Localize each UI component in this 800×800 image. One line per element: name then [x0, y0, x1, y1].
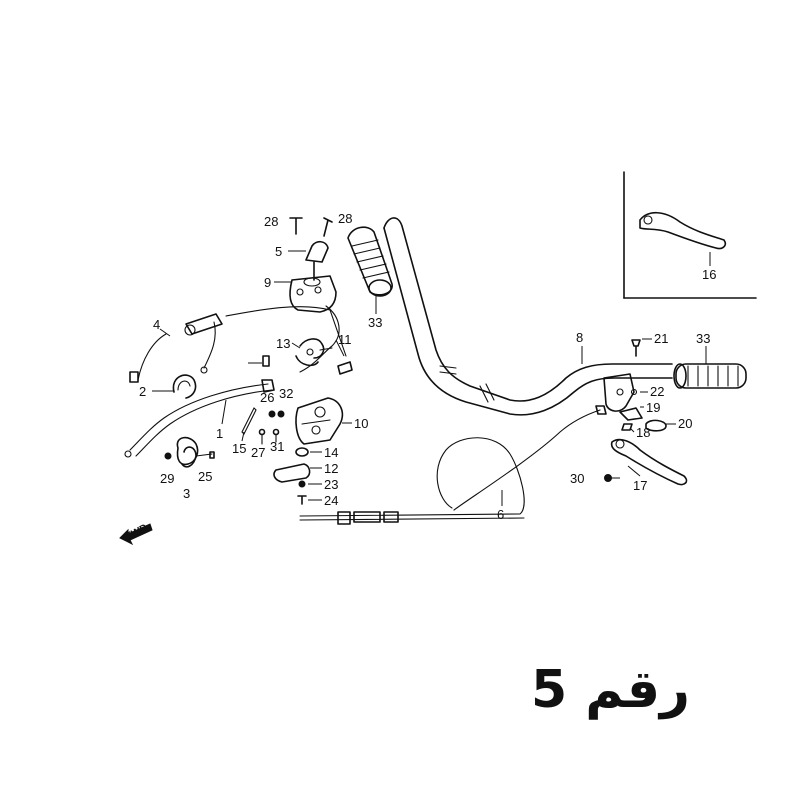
- callout-22: 22: [650, 384, 664, 399]
- throttle-part-13: [295, 338, 333, 367]
- lever-17: [610, 438, 688, 486]
- screw-7: [262, 355, 270, 367]
- callout-20: 20: [678, 416, 692, 431]
- callout-2: 2: [139, 384, 146, 399]
- grip-right: [673, 363, 747, 389]
- clamp-2: [172, 374, 197, 399]
- callout-31: 31: [270, 439, 284, 454]
- callout-29: 29: [160, 471, 174, 486]
- callout-27: 27: [251, 445, 265, 460]
- callout-6: 6: [497, 507, 504, 522]
- callout-3: 3: [183, 486, 190, 501]
- callout-19: 19: [646, 400, 660, 415]
- callout-10: 10: [354, 416, 368, 431]
- leader-lines: [152, 250, 711, 506]
- handlebar: [383, 217, 673, 416]
- callout-13: 13: [276, 336, 290, 351]
- callout-14: 14: [324, 445, 338, 460]
- ignition-key: [305, 240, 329, 281]
- callout-33-right: 33: [696, 331, 710, 346]
- cable-1: [124, 379, 275, 458]
- parts-19-18-20: [619, 388, 667, 432]
- callout-5: 5: [275, 244, 282, 259]
- callout-9: 9: [264, 275, 271, 290]
- callout-1: 1: [216, 426, 223, 441]
- fwd-label: FWD: [124, 522, 149, 542]
- switch-housing-10: [295, 397, 344, 445]
- inset-frame: [623, 171, 757, 299]
- callout-18: 18: [636, 425, 650, 440]
- screws-28: [289, 217, 333, 237]
- callout-8: 8: [576, 330, 583, 345]
- callout-24: 24: [324, 493, 338, 508]
- callout-labels: 1 2 3 4 5 6 8 9 10 11 12 13 14 15 16 17 …: [139, 211, 716, 522]
- wire-harness: [129, 305, 353, 383]
- callout-17: 17: [633, 478, 647, 493]
- grip-left: [347, 226, 393, 297]
- bolt-21: [631, 339, 641, 357]
- callout-25: 25: [198, 469, 212, 484]
- callout-28-right: 28: [338, 211, 352, 226]
- lever-bracket-22: [603, 373, 635, 412]
- lever-16: [639, 211, 727, 250]
- callout-15: 15: [232, 441, 246, 456]
- parts-14-12-23-24: [273, 447, 311, 505]
- callout-4: 4: [153, 317, 160, 332]
- callout-12: 12: [324, 461, 338, 476]
- callout-28-left: 28: [264, 214, 278, 229]
- holder-3: [164, 436, 215, 468]
- callout-26: 26: [260, 390, 274, 405]
- callout-30: 30: [570, 471, 584, 486]
- caption: رقم 5: [530, 660, 690, 720]
- throttle-cable-6: [299, 405, 607, 525]
- switch-housing-9: [289, 275, 337, 313]
- callout-11: 11: [338, 332, 352, 347]
- callout-33-left: 33: [368, 315, 382, 330]
- callout-32: 32: [279, 386, 293, 401]
- callout-21: 21: [654, 331, 668, 346]
- callout-16: 16: [702, 267, 716, 282]
- fwd-arrow: FWD: [119, 522, 153, 546]
- callout-23: 23: [324, 477, 338, 492]
